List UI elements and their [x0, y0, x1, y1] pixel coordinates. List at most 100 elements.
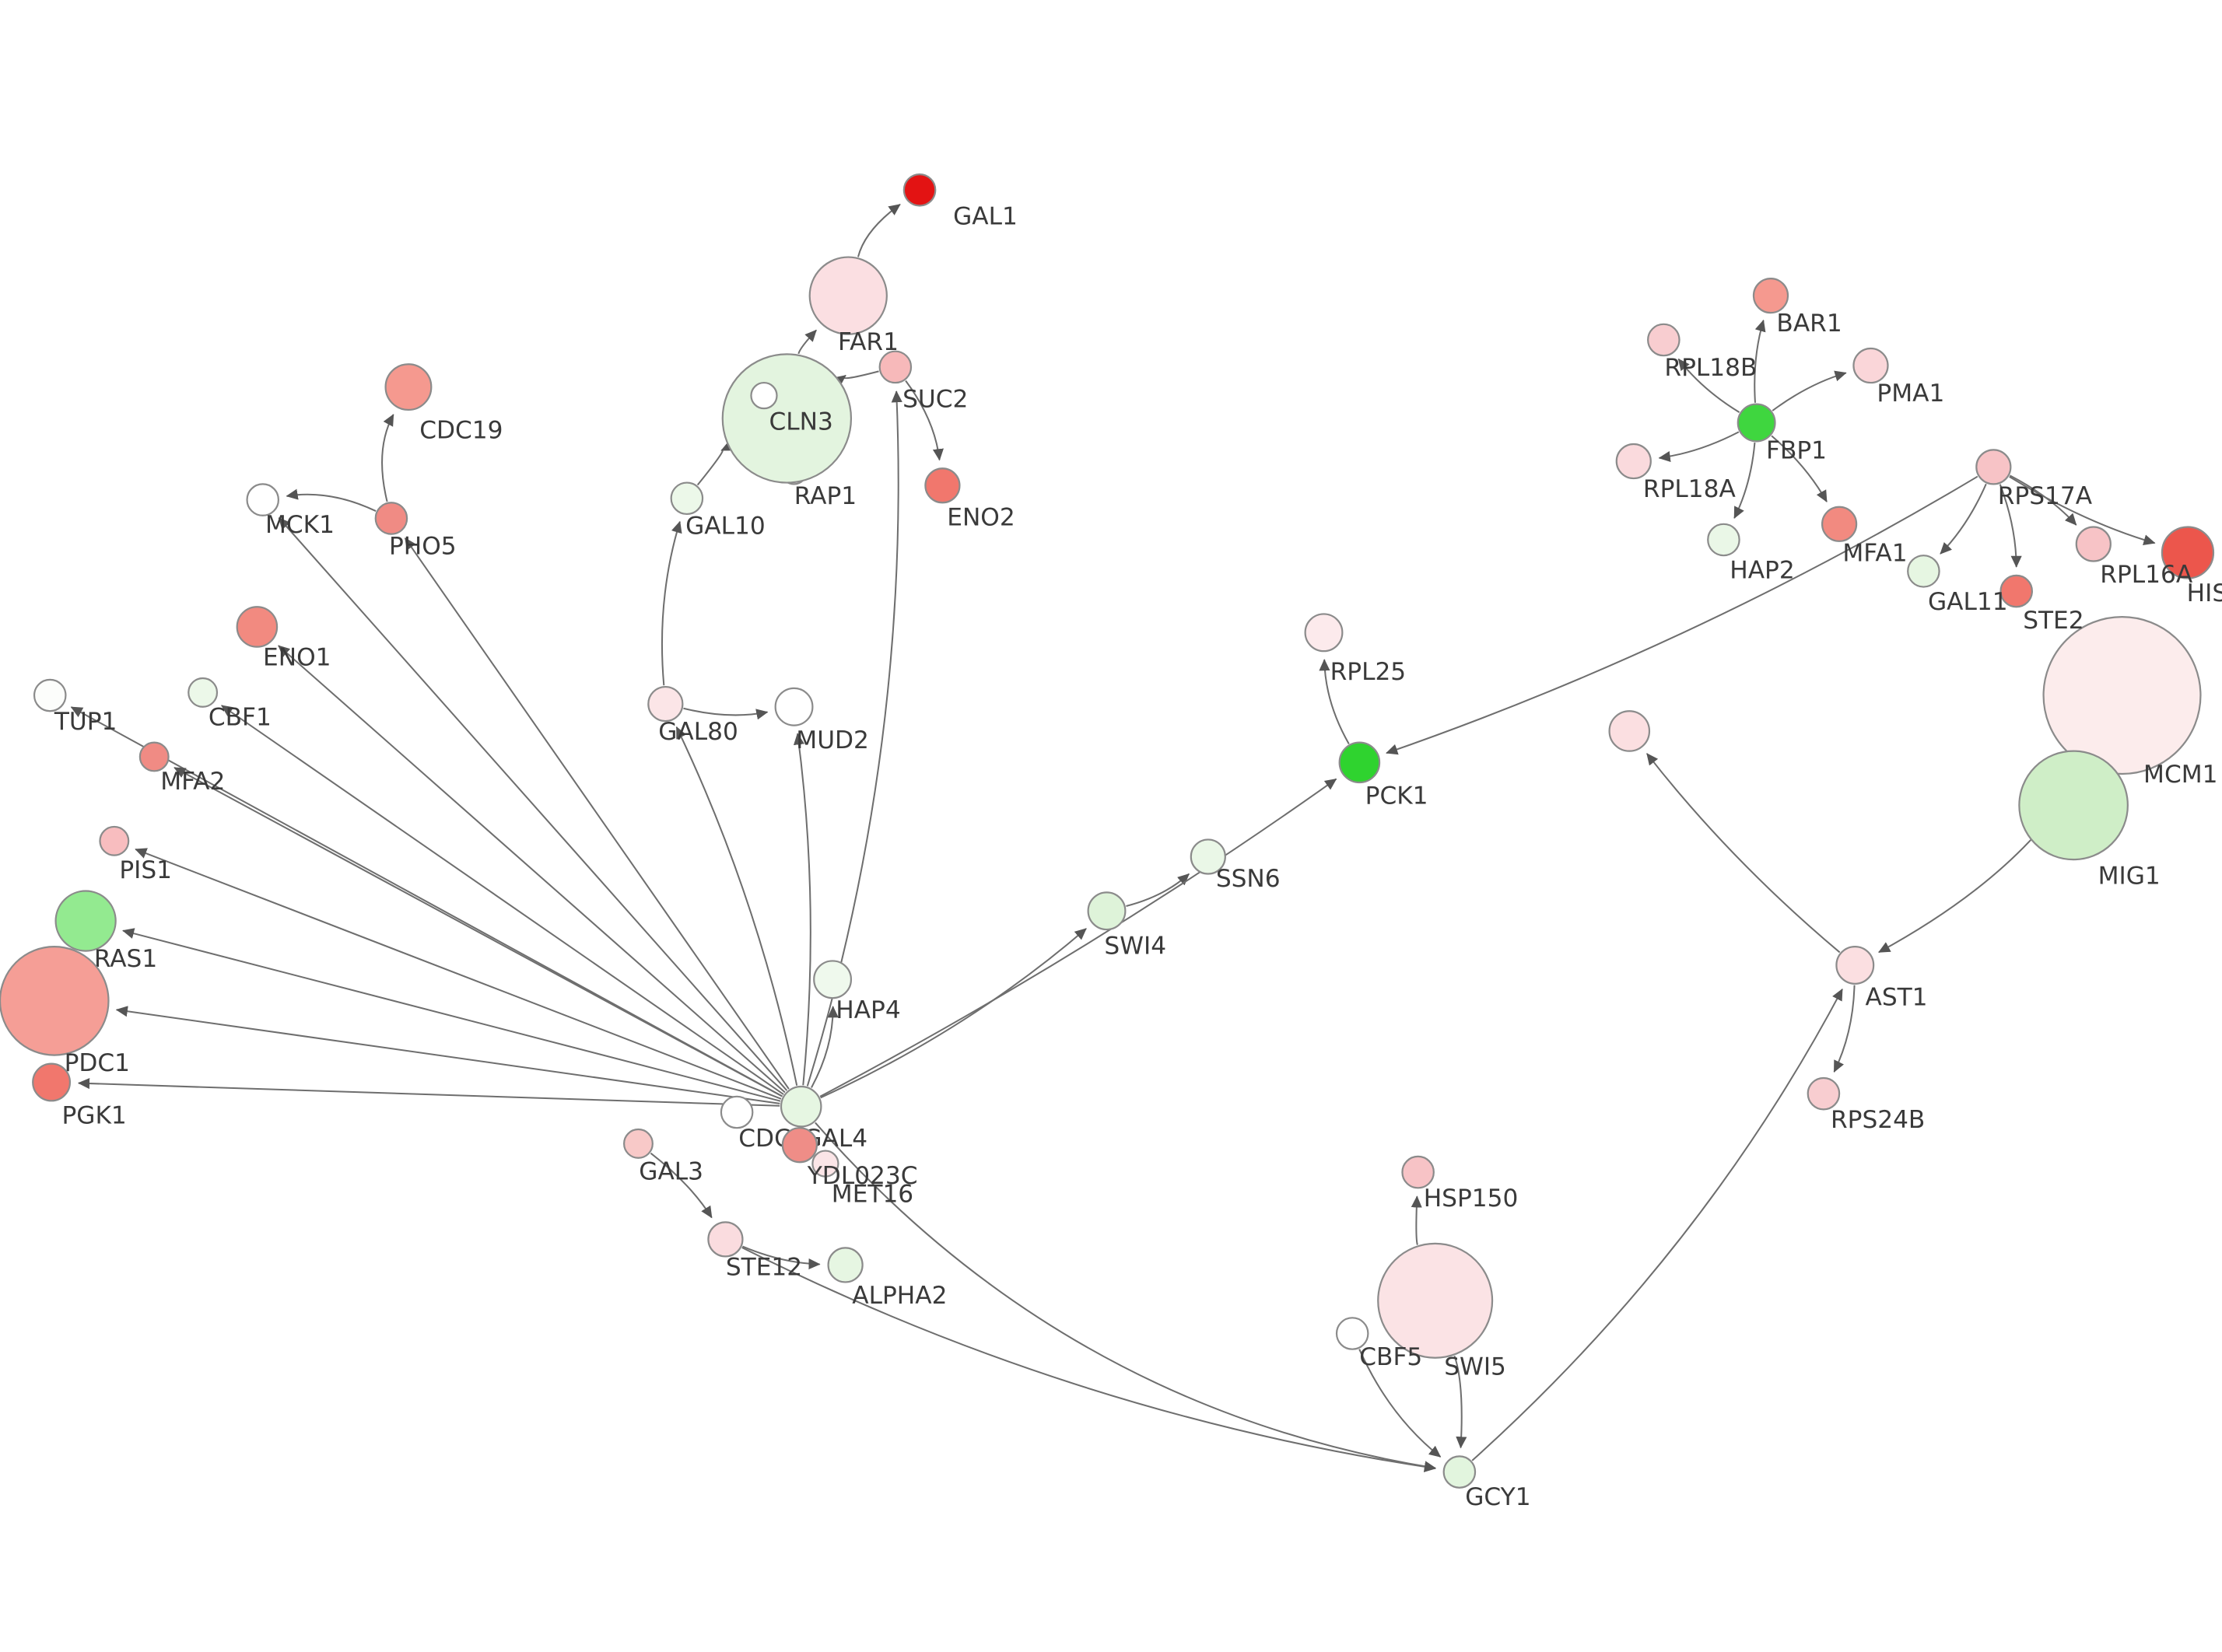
node-mcm1[interactable]: MCM1: [2042, 616, 2218, 789]
node-mud2[interactable]: MUD2: [774, 687, 869, 754]
node-ssn6[interactable]: SSN6: [1190, 838, 1281, 893]
node-cbf5[interactable]: CBF5: [1335, 1317, 1422, 1371]
node-circle-mig1[interactable]: [2018, 750, 2129, 861]
node-circle-rps17a[interactable]: [1975, 449, 2012, 485]
node-bar1[interactable]: BAR1: [1752, 277, 1842, 338]
node-circle-pma1[interactable]: [1852, 347, 1889, 384]
node-circle-rpl18b[interactable]: [1647, 323, 1681, 357]
node-circle-ste2[interactable]: [1999, 574, 2033, 608]
node-tup1[interactable]: TUP1: [33, 678, 117, 736]
node-circle-gal1[interactable]: [902, 173, 937, 207]
node-circle-gal80[interactable]: [647, 685, 684, 723]
node-circle-mud2[interactable]: [774, 687, 814, 726]
node-suc2[interactable]: SUC2: [878, 350, 969, 414]
node-circle-hsp150[interactable]: [1401, 1155, 1435, 1189]
node-circle-ste12[interactable]: [707, 1221, 744, 1258]
node-circle-ast1[interactable]: [1835, 945, 1875, 985]
node-mfa1[interactable]: MFA1: [1821, 506, 1908, 568]
node-ste12[interactable]: STE12: [707, 1221, 802, 1281]
node-circle-fbp1[interactable]: [1737, 403, 1776, 443]
node-pdc1[interactable]: PDC1: [0, 946, 130, 1077]
node-cdc19[interactable]: CDC19: [384, 363, 503, 445]
node-gal1[interactable]: GAL1: [902, 173, 1018, 230]
node-pis1[interactable]: PIS1: [99, 825, 172, 884]
node-circle-ydl023c[interactable]: [781, 1127, 818, 1164]
node-pho5[interactable]: PHO5: [374, 502, 457, 560]
node-hap2[interactable]: HAP2: [1707, 523, 1795, 585]
node-circle-rpl16a[interactable]: [2075, 526, 2112, 562]
node-circle-met16[interactable]: [811, 1150, 839, 1178]
node-cln3[interactable]: CLN3: [721, 353, 853, 484]
node-circle-mck1[interactable]: [246, 483, 280, 516]
node-circle-pho5[interactable]: [374, 502, 408, 535]
node-met16[interactable]: MET16: [811, 1150, 913, 1209]
node-pgk1[interactable]: PGK1: [32, 1062, 127, 1130]
node-eno2[interactable]: ENO2: [924, 467, 1015, 532]
node-circle-cbf5[interactable]: [1335, 1317, 1369, 1350]
node-rps17a[interactable]: RPS17A: [1975, 449, 2093, 510]
node-circle-mcm1[interactable]: [2042, 616, 2202, 775]
node-circle-ras1[interactable]: [54, 890, 117, 952]
node-mfa2[interactable]: MFA2: [138, 741, 225, 796]
node-circle-hap4[interactable]: [813, 960, 853, 999]
node-circle-node2[interactable]: [750, 381, 778, 410]
node-circle-node1[interactable]: [1608, 710, 1651, 752]
node-circle-his4[interactable]: [2161, 526, 2215, 579]
node-circle-far1[interactable]: [808, 256, 888, 335]
node-circle-swi4[interactable]: [1087, 891, 1127, 931]
node-circle-gal11[interactable]: [1907, 555, 1940, 588]
node-mig1[interactable]: MIG1: [2018, 750, 2161, 891]
node-rpl16a[interactable]: RPL16A: [2075, 526, 2193, 589]
node-his4[interactable]: HIS4: [2161, 526, 2222, 607]
node-circle-hap2[interactable]: [1707, 523, 1740, 557]
node-circle-ssn6[interactable]: [1190, 838, 1226, 875]
node-alpha2[interactable]: ALPHA2: [827, 1247, 948, 1310]
node-circle-gcy1[interactable]: [1442, 1455, 1477, 1489]
node-circle-pgk1[interactable]: [32, 1062, 72, 1102]
node-hsp150[interactable]: HSP150: [1401, 1155, 1518, 1213]
node-gal11[interactable]: GAL11: [1907, 555, 2008, 616]
node-circle-eno2[interactable]: [924, 467, 961, 504]
node-circle-cbf1[interactable]: [188, 677, 219, 708]
node-swi4[interactable]: SWI4: [1087, 891, 1166, 960]
node-rpl18b[interactable]: RPL18B: [1647, 323, 1757, 382]
node-circle-swi5[interactable]: [1377, 1242, 1494, 1359]
node-circle-pis1[interactable]: [99, 825, 130, 856]
node-circle-rpl18a[interactable]: [1615, 443, 1652, 480]
node-ras1[interactable]: RAS1: [54, 890, 158, 973]
node-gcy1[interactable]: GCY1: [1442, 1455, 1531, 1511]
node-gal80[interactable]: GAL80: [647, 685, 738, 746]
node-node2[interactable]: [750, 381, 778, 410]
node-circle-tup1[interactable]: [33, 678, 67, 712]
node-rps24b[interactable]: RPS24B: [1807, 1076, 1926, 1134]
node-ydl023c[interactable]: YDL023C: [781, 1127, 918, 1190]
node-far1[interactable]: FAR1: [808, 256, 899, 356]
node-cbf1[interactable]: CBF1: [188, 677, 272, 732]
node-node1[interactable]: [1608, 710, 1651, 752]
node-circle-cdc6[interactable]: [720, 1095, 754, 1129]
node-ste2[interactable]: STE2: [1999, 574, 2084, 635]
node-pma1[interactable]: PMA1: [1852, 347, 1944, 408]
node-hap4[interactable]: HAP4: [813, 960, 901, 1024]
node-eno1[interactable]: ENO1: [236, 606, 331, 672]
node-rpl18a[interactable]: RPL18A: [1615, 443, 1737, 503]
node-circle-alpha2[interactable]: [827, 1247, 864, 1283]
node-circle-gal4[interactable]: [780, 1085, 822, 1128]
node-circle-suc2[interactable]: [878, 350, 913, 384]
node-circle-pck1[interactable]: [1338, 741, 1381, 784]
node-circle-rps24b[interactable]: [1807, 1076, 1841, 1111]
node-mck1[interactable]: MCK1: [246, 483, 335, 539]
node-gal3[interactable]: GAL3: [623, 1128, 703, 1185]
node-pck1[interactable]: PCK1: [1338, 741, 1428, 810]
node-rpl25[interactable]: RPL25: [1304, 613, 1407, 686]
node-circle-pdc1[interactable]: [0, 946, 110, 1056]
node-circle-gal3[interactable]: [623, 1128, 654, 1159]
node-circle-gal10[interactable]: [670, 481, 704, 516]
node-swi5[interactable]: SWI5: [1377, 1242, 1506, 1381]
node-circle-cdc19[interactable]: [384, 363, 433, 411]
node-ast1[interactable]: AST1: [1835, 945, 1928, 1011]
node-circle-eno1[interactable]: [236, 606, 279, 648]
node-fbp1[interactable]: FBP1: [1737, 403, 1827, 465]
